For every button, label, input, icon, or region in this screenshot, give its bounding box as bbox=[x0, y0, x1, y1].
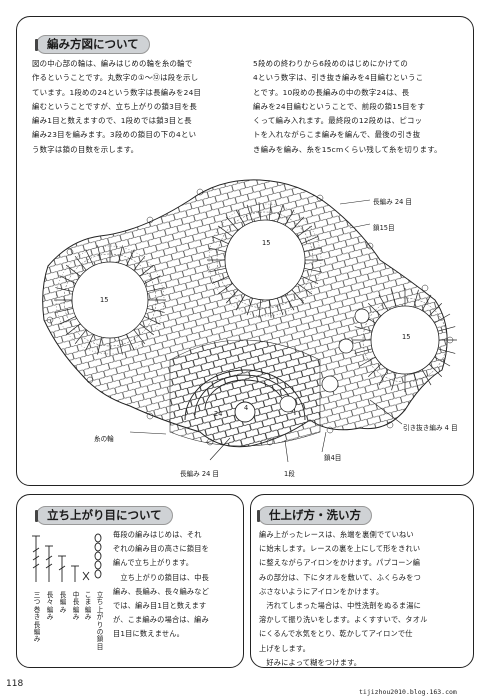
page-number: 118 bbox=[6, 679, 24, 689]
label-single-crochet: こま編み bbox=[84, 591, 92, 622]
label-triple-treble: 三つ巻き長編み bbox=[33, 591, 41, 644]
turning-chain-text: 毎段の編みはじめは、それ ぞれの編み目の高さに鎖目を 編んで立ち上がります。 立… bbox=[113, 530, 210, 639]
section-title-pattern: 編み方図について bbox=[35, 35, 150, 54]
label-half-treble: 中長編み bbox=[72, 591, 80, 622]
turning-chain-symbols bbox=[32, 533, 102, 582]
label-dc24: 長編み 24 目 bbox=[180, 470, 219, 478]
label-yarn-ring: 糸の輪 bbox=[94, 435, 114, 443]
label-15b: 15 bbox=[100, 296, 109, 304]
label-4: 4 bbox=[244, 404, 249, 412]
pattern-explanation-left: 図の中心部の輪は、編みはじめの輪を糸の輪で 作るということです。丸数字の①～⑫は… bbox=[32, 59, 202, 154]
instructions-frame bbox=[16, 16, 474, 486]
label-ch24: 長編み 24 目 bbox=[373, 198, 412, 206]
turning-chain-frame bbox=[16, 494, 244, 668]
finishing-text: 編み上がったレースは、糸端を裏側でていねい に始末します。レースの裏を上にして形… bbox=[259, 530, 428, 667]
label-chain15: 鎖15目 bbox=[373, 224, 395, 232]
section-title-finishing: 仕上げ方・洗い方 bbox=[257, 506, 372, 525]
label-15c: 15 bbox=[402, 333, 411, 341]
label-row1: 1段 bbox=[284, 470, 295, 478]
label-15a: 15 bbox=[262, 239, 271, 247]
label-chain4: 鎖4目 bbox=[324, 454, 342, 462]
footer-url: tijizhou2010.blog.163.com bbox=[359, 688, 457, 696]
crochet-doily-diagram bbox=[42, 179, 457, 463]
finishing-frame bbox=[250, 494, 474, 668]
pattern-explanation-right: 5段めの終わりから6段めのはじめにかけての 4という数字は、引き抜き編みを4目編… bbox=[253, 59, 442, 154]
label-turning-chain: 立ち上がりの鎖目 bbox=[96, 591, 104, 651]
section-title-turning: 立ち上がり目について bbox=[35, 506, 173, 525]
label-treble: 長編み bbox=[59, 591, 67, 614]
label-double-treble: 長々編み bbox=[46, 591, 54, 622]
label-24: 24 bbox=[214, 410, 223, 418]
label-slip4: 引き抜き編み 4 目 bbox=[403, 424, 458, 432]
